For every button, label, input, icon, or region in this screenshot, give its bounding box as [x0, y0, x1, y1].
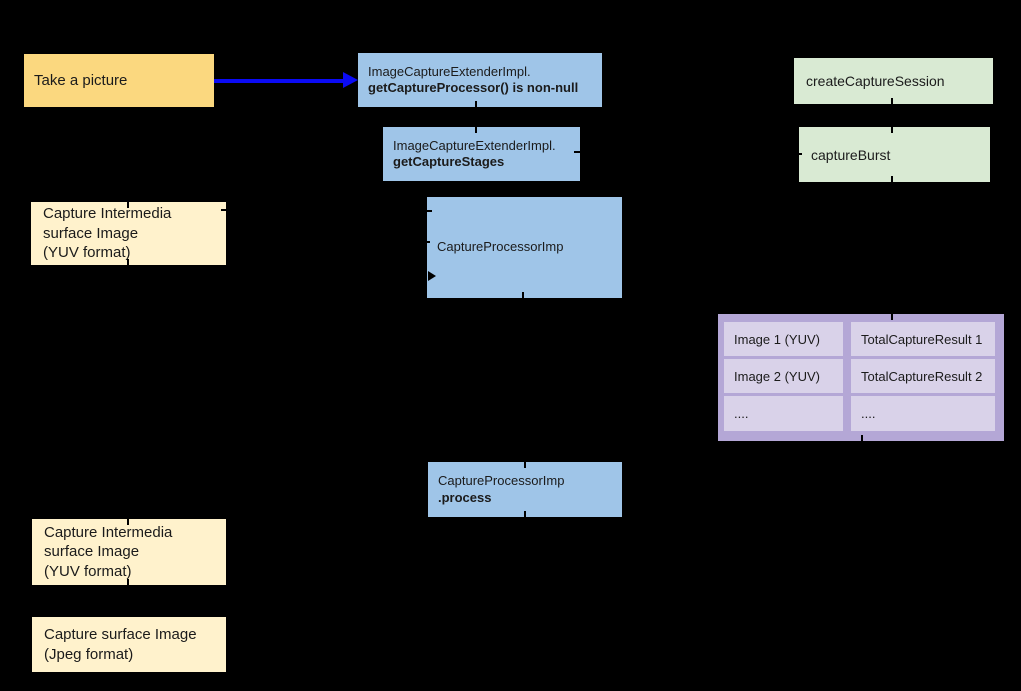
create-capture-session-node: createCaptureSession [794, 58, 993, 104]
table-cell-result-1: TotalCaptureResult 1 [851, 322, 995, 356]
get-capture-stages-line2: getCaptureStages [393, 154, 505, 169]
connector-arrowhead-icon [428, 271, 436, 281]
get-capture-stages-line1: ImageCaptureExtenderImpl. [393, 137, 556, 153]
connector-tick [420, 241, 430, 243]
connector-tick [422, 210, 432, 212]
take-a-picture-node: Take a picture [24, 54, 214, 107]
connector-tick [127, 259, 129, 271]
flow-arrow-line [214, 79, 346, 83]
table-cell-image-more: .... [724, 396, 843, 431]
jpeg-surface-node: Capture surface Image (Jpeg format) [32, 617, 226, 672]
connector-tick [524, 456, 526, 468]
table-cell-image-1: Image 1 (YUV) [724, 322, 843, 356]
process-call-node: CaptureProcessorImp .process [428, 462, 622, 517]
connector-tick [475, 121, 477, 133]
get-capture-processor-line2: getCaptureProcessor() is non-null [368, 80, 579, 95]
get-capture-stages-node: ImageCaptureExtenderImpl. getCaptureStag… [383, 127, 580, 181]
table-cell-result-2: TotalCaptureResult 2 [851, 359, 995, 393]
get-capture-processor-line1: ImageCaptureExtenderImpl. [368, 63, 531, 79]
connector-tick [127, 579, 129, 591]
table-cell-result-more: .... [851, 396, 995, 431]
get-capture-processor-node: ImageCaptureExtenderImpl. getCaptureProc… [358, 53, 602, 107]
intermediate-surface-bottom-line2: surface Image [44, 543, 140, 561]
intermediate-surface-top-line2: surface Image [43, 224, 139, 242]
jpeg-surface-line2: (Jpeg format) [44, 645, 134, 663]
connector-tick [891, 98, 893, 110]
connector-tick [861, 435, 863, 447]
capture-processor-label: CaptureProcessorImp [437, 239, 564, 255]
capture-results-table: Image 1 (YUV) TotalCaptureResult 1 Image… [718, 314, 1004, 441]
connector-tick [522, 292, 524, 304]
jpeg-surface-line1: Capture surface Image [44, 626, 197, 643]
connector-tick [475, 101, 477, 113]
connector-tick [524, 511, 526, 523]
intermediate-surface-top-node: Capture Intermedia surface Image (YUV fo… [31, 202, 226, 265]
take-a-picture-label: Take a picture [34, 72, 128, 89]
connector-tick [891, 121, 893, 133]
intermediate-surface-bottom-line1: Capture Intermedia [44, 523, 173, 541]
intermediate-surface-top-line1: Capture Intermedia [43, 205, 172, 223]
flow-arrow-head-icon [343, 72, 358, 88]
capture-processor-node: CaptureProcessorImp [427, 197, 622, 298]
connector-tick [891, 308, 893, 320]
connector-tick [221, 209, 231, 211]
connector-tick [127, 196, 129, 208]
capture-burst-node: captureBurst [799, 127, 990, 182]
connector-tick [127, 513, 129, 525]
connector-tick [574, 151, 584, 153]
intermediate-surface-top-line3: (YUV format) [43, 244, 131, 262]
process-call-line2: .process [438, 489, 492, 505]
connector-tick [792, 153, 802, 155]
capture-burst-label: captureBurst [811, 146, 891, 163]
table-cell-image-2: Image 2 (YUV) [724, 359, 843, 393]
connector-tick [891, 176, 893, 188]
process-call-line1: CaptureProcessorImp [438, 473, 565, 488]
intermediate-surface-bottom-line3: (YUV format) [44, 562, 132, 580]
create-capture-session-label: createCaptureSession [806, 73, 945, 89]
intermediate-surface-bottom-node: Capture Intermedia surface Image (YUV fo… [32, 519, 226, 585]
